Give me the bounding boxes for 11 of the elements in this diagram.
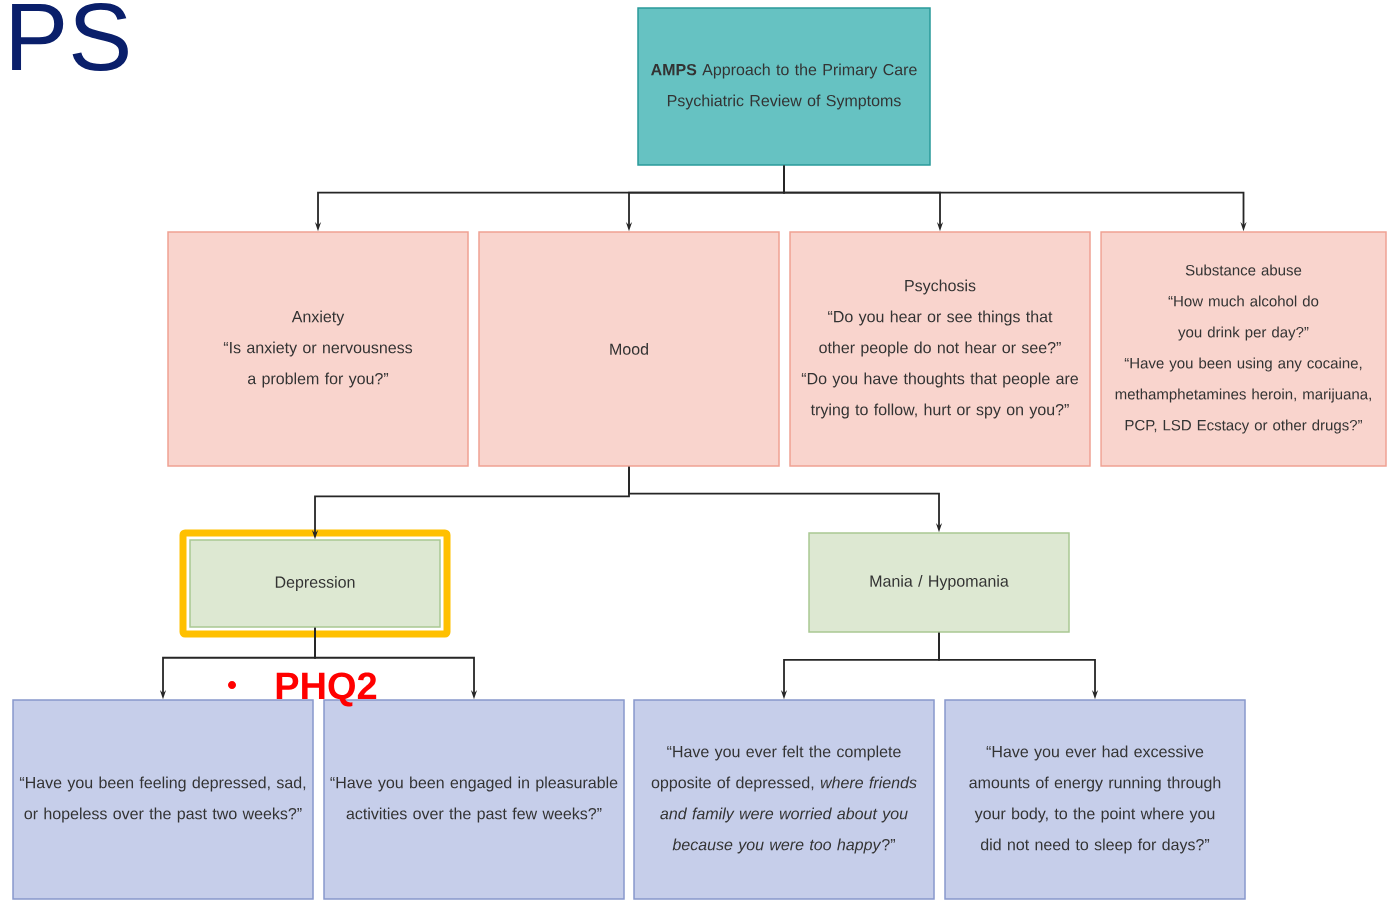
category-box: Anxiety “Is anxiety or nervousness a problem for you?” — [167, 231, 469, 467]
category-box: Mood — [478, 231, 780, 467]
question-box: “Have you ever had excessive amounts of energy running through your body, to the point where you did not need to sleep for days?” — [944, 699, 1246, 900]
title-box: AMPS Approach to the Primary Care Psychiatric Review of Symptoms — [637, 7, 931, 166]
subcategory-box: Mania / Hypomania — [808, 532, 1070, 633]
subcategory-box: Depression — [179, 529, 451, 638]
slide-title: PS — [12, 2, 128, 71]
category-box: Psychosis “Do you hear or see things that other people do not hear or see?” “Do you have thoughts that people are trying to follow, hurt or spy on you?” — [789, 231, 1091, 467]
question-box: “Have you been feeling depressed, sad, or hopeless over the past two weeks?” — [12, 699, 314, 900]
question-box: “Have you ever felt the complete opposite of depressed, where friends and family were worried about you because you were too happy?” — [633, 699, 935, 900]
category-box: Substance abuse “How much alcohol do you drink per day?” “Have you been using any cocaine, methamphetamines heroin, marijuana, PCP, LSD Ecstacy or other drugs?” — [1100, 231, 1387, 467]
